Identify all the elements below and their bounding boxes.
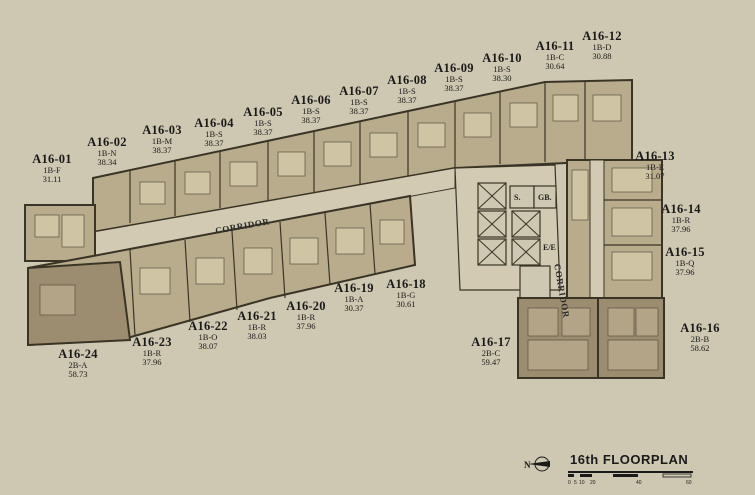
east-block (566, 159, 663, 301)
scale-tick: 10 (579, 480, 585, 486)
scale-tick: 40 (636, 480, 642, 486)
scale-tick: 60 (686, 480, 692, 486)
north-arrow-icon: N (524, 456, 550, 472)
room-storage-label: S. (514, 193, 521, 202)
svg-text:N: N (524, 460, 531, 470)
north-block (92, 78, 633, 234)
unit-01-block (24, 204, 96, 262)
southeast-block (517, 297, 665, 379)
scale-tick: 0 (568, 480, 571, 486)
scale-tick: 5 (574, 480, 577, 486)
south-block (27, 194, 417, 347)
floorplan-title: 16th FLOORPLAN (570, 452, 689, 467)
room-ee-label: E/E (543, 243, 556, 252)
scale-tick: 20 (590, 480, 596, 486)
room-gb-label: GB. (538, 193, 552, 202)
core-block (454, 164, 561, 301)
scale-bar: 0 5 10 20 40 60 (568, 471, 693, 486)
